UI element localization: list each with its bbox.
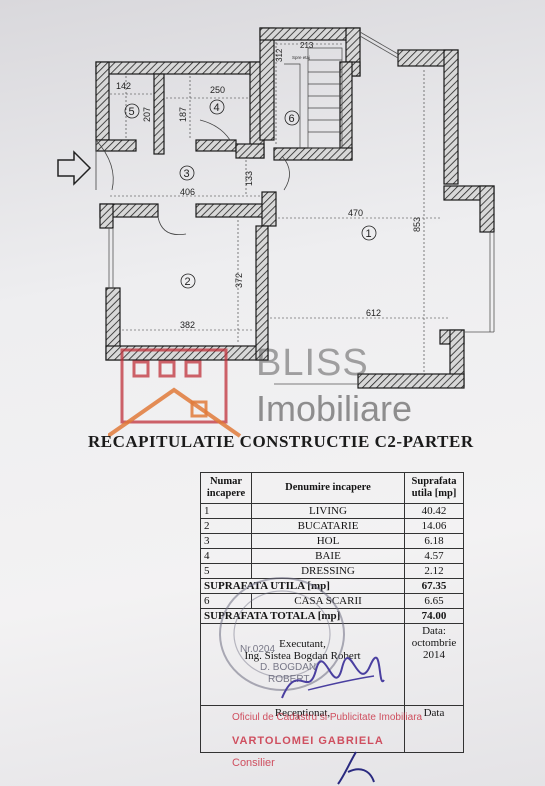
round-stamp: Nr.0204 D. BOGDAN ROBERT [219,577,345,691]
cell-area: 4.57 [404,548,464,564]
table-row: 3 HOL 6.18 [200,533,464,549]
dimension-labels: 142 250 207 187 213 312 133 406 470 853 … [116,41,422,330]
dimension-lines [110,42,448,372]
stamp-bot: ROBERT [268,674,310,685]
room-3-number: 3 [184,168,190,180]
grand-total-area: 74.00 [404,608,464,624]
table-row: 5 DRESSING 2.12 [200,563,464,579]
red-stamp-office: Oficiul de Cadastru si Publicitate Imobi… [232,712,423,723]
dim-853: 853 [412,217,422,232]
doors [95,119,290,236]
executant-name: Ing. Sistea Bogdan Robert [244,650,361,662]
stamp-number: Nr.0204 [240,644,275,655]
cell-name: BUCATARIE [251,518,405,534]
dim-213: 213 [300,41,314,50]
dim-133: 133 [244,171,254,186]
recap-table: Numar incapere Denumire incapere Suprafa… [200,472,464,753]
dim-142: 142 [116,81,131,91]
walls [95,27,495,389]
red-stamp-role: Consilier [232,757,275,769]
header-num: Numar incapere [200,472,252,504]
table-row: 4 BAIE 4.57 [200,548,464,564]
room-5-number: 5 [129,106,135,118]
header-area: Suprafata utila [mp] [404,472,464,504]
cell-area: 6.65 [404,593,464,609]
cell-area: 6.18 [404,533,464,549]
table-row: 2 BUCATARIE 14.06 [200,518,464,534]
room-markers: 1 2 3 4 5 6 [124,99,377,289]
cell-name: BAIE [251,548,405,564]
header-name: Denumire incapere [251,472,405,504]
dim-612: 612 [366,308,381,318]
room-1-number: 1 [366,228,372,240]
room-4-number: 4 [214,102,220,114]
dim-406: 406 [180,187,195,197]
executant-date: octombrie 2014 [411,637,457,661]
stamp-mid: D. BOGDAN [260,662,316,673]
grand-total-row: SUPRAFATA TOTALA [mp] 74.00 [200,608,464,624]
table-header-row: Numar incapere Denumire incapere Suprafa… [200,472,464,504]
cell-name: HOL [251,533,405,549]
executant-date-label: Data: [422,625,446,637]
receptionat-row: Receptionat, Data [200,705,464,753]
windows [108,31,495,385]
dim-372: 372 [234,273,244,288]
dim-312: 312 [275,48,284,62]
receptionat-date-label: Data [404,705,464,753]
cell-num: 1 [200,503,252,519]
cell-area: 40.42 [404,503,464,519]
floor-plan: Spre etaj 142 250 207 187 213 [57,27,495,389]
signature-receptionat [337,751,375,785]
cell-area: 14.06 [404,518,464,534]
dim-382: 382 [180,320,195,330]
signature-executant [281,656,385,699]
executant-label: Executant, [279,638,326,650]
grand-total-label: SUPRAFATA TOTALA [mp] [200,608,405,624]
dim-470: 470 [348,208,363,218]
room-6-number: 6 [289,113,295,125]
receptionat-label: Receptionat, [274,707,331,719]
red-stamp-name: VARTOLOMEI GABRIELA [232,735,384,747]
document-title: RECAPITULATIE CONSTRUCTIE C2-PARTER [88,432,474,451]
dim-187: 187 [178,107,188,122]
staircase [284,47,343,149]
dim-207: 207 [142,107,152,122]
table-row: 1 LIVING 40.42 [200,503,464,519]
dim-250: 250 [210,85,225,95]
entrance-arrow-icon [57,150,92,186]
util-total-area: 67.35 [404,578,464,594]
room-2-number: 2 [185,276,191,288]
cell-num: 3 [200,533,252,549]
cell-num: 2 [200,518,252,534]
cell-area: 2.12 [404,563,464,579]
stair-label: Spre etaj [292,55,310,60]
cell-num: 4 [200,548,252,564]
cell-name: LIVING [251,503,405,519]
